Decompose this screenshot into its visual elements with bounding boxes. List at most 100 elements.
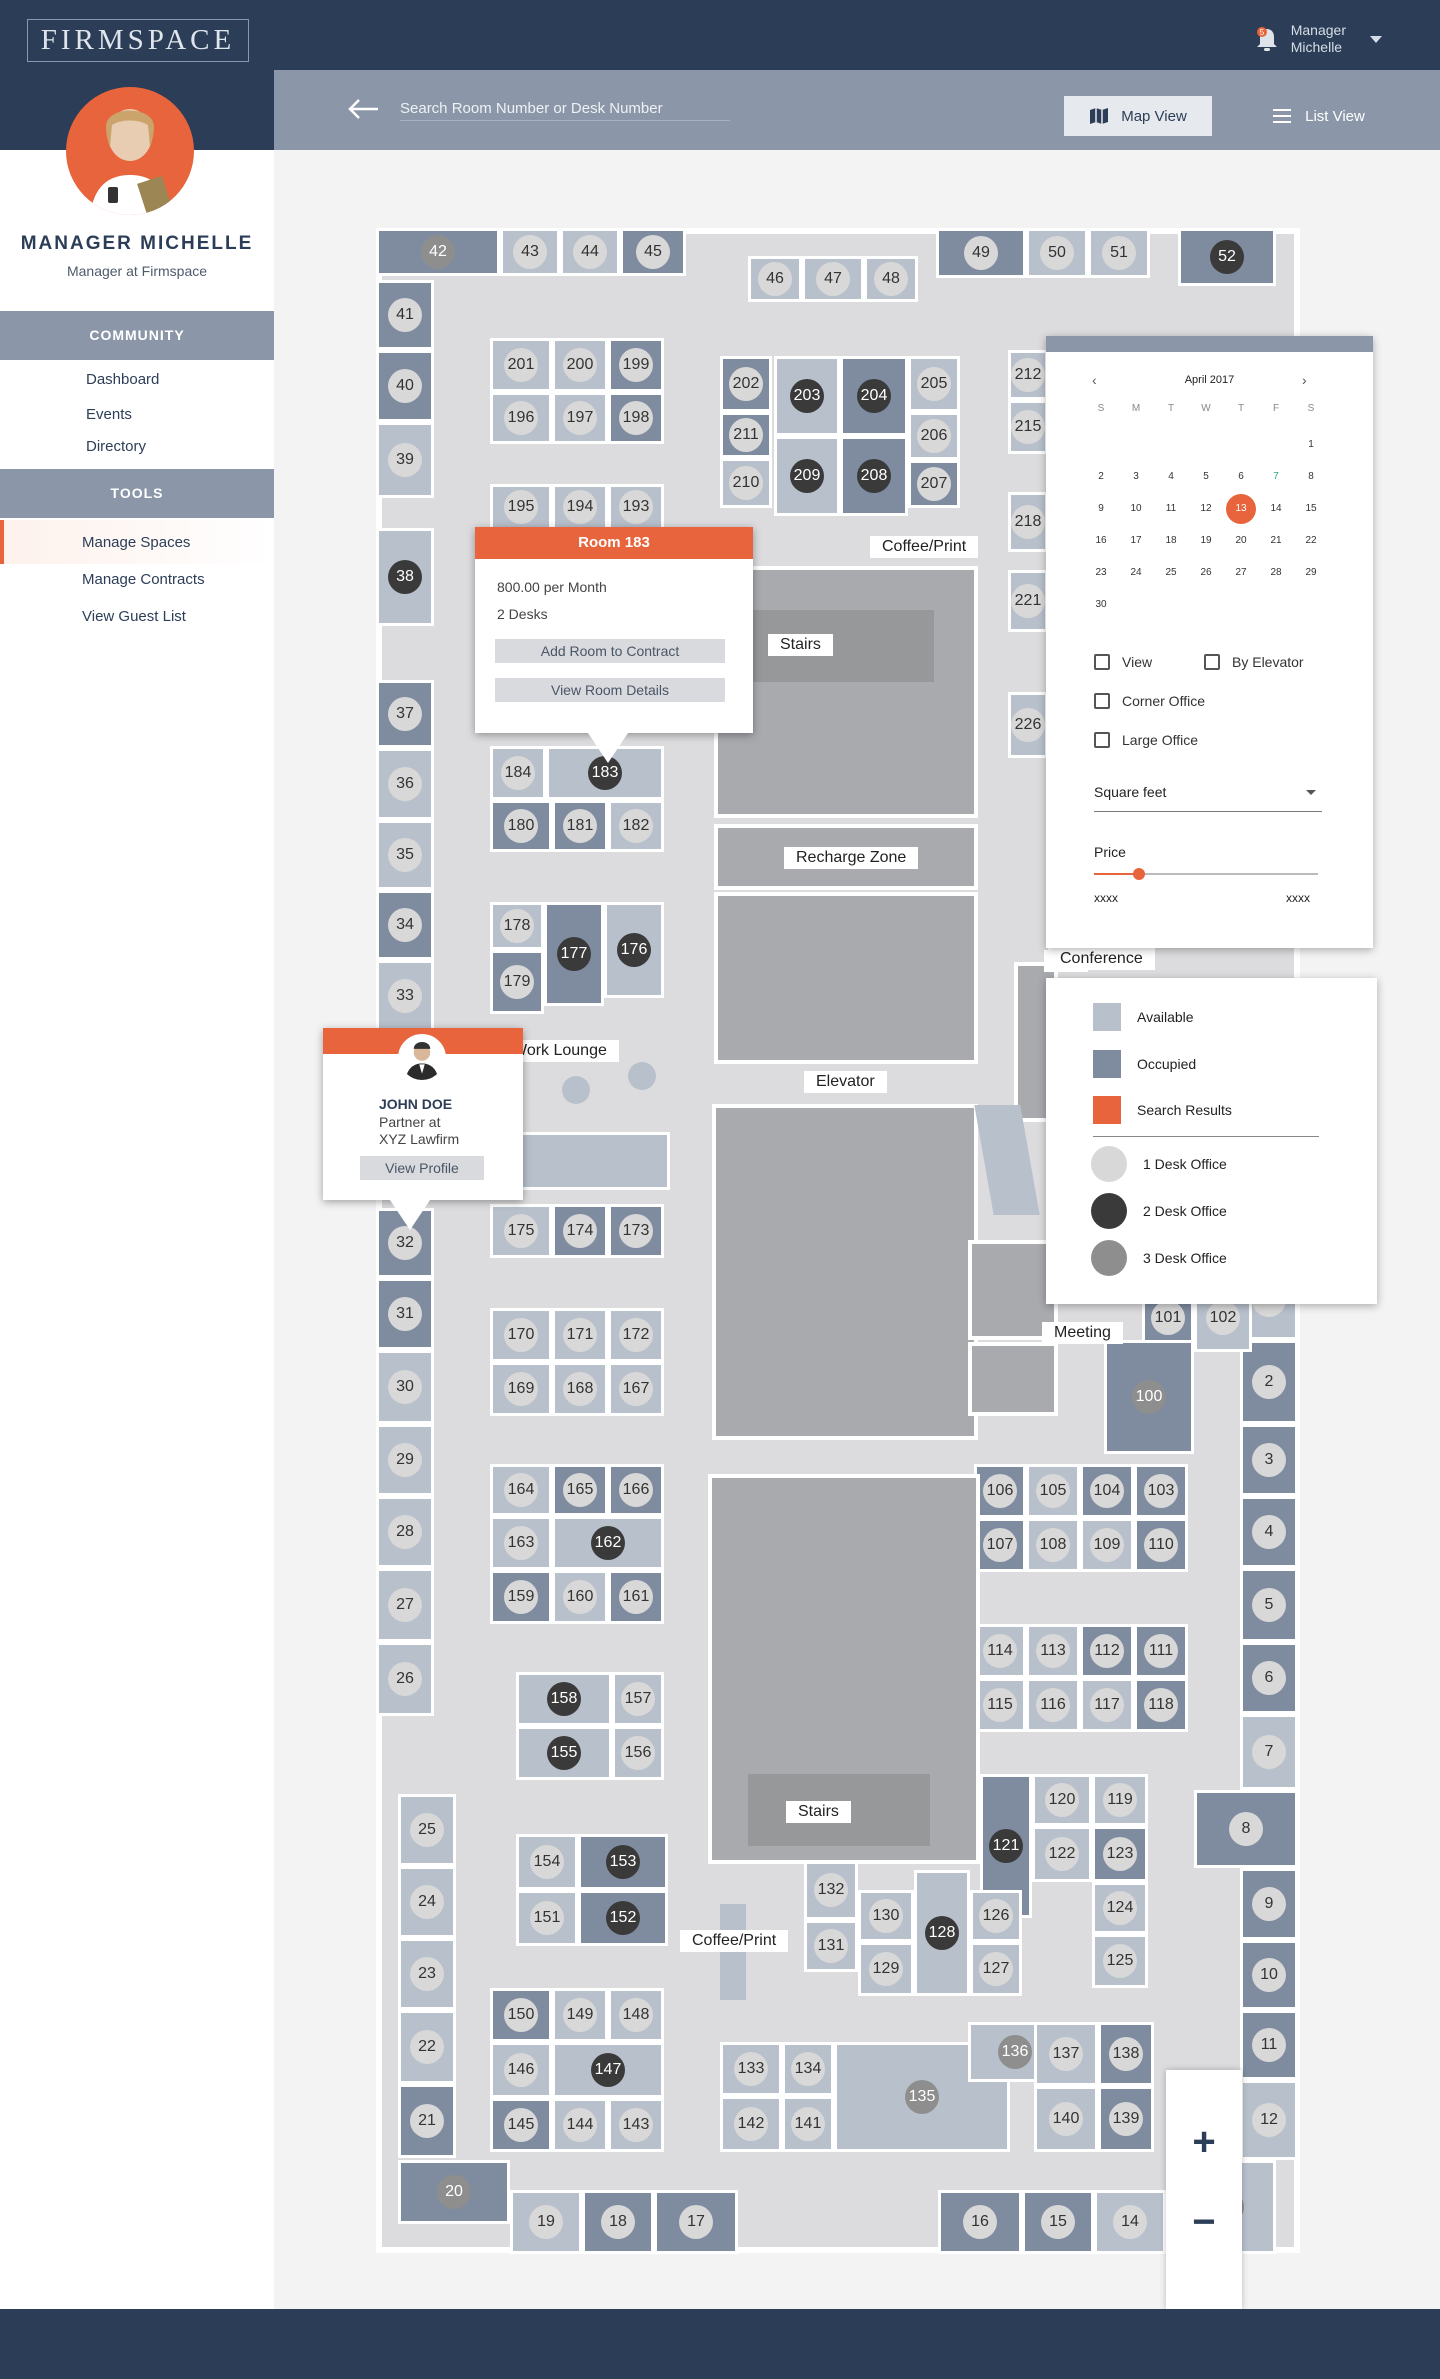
calendar-day[interactable]: 23: [1095, 567, 1107, 578]
sidebar-item-manage-spaces[interactable]: Manage Spaces: [82, 534, 191, 551]
filter-corner-office-checkbox[interactable]: Corner Office: [1094, 693, 1205, 709]
room-197[interactable]: 197: [552, 392, 608, 444]
room-134[interactable]: 134: [782, 2042, 834, 2096]
room-147[interactable]: 147: [552, 2042, 664, 2098]
room-142[interactable]: 142: [720, 2096, 782, 2152]
room-45[interactable]: 45: [620, 228, 686, 276]
room-52[interactable]: 52: [1178, 228, 1276, 286]
sidebar-item-directory[interactable]: Directory: [86, 438, 147, 455]
room-153[interactable]: 153: [578, 1834, 668, 1890]
room-157[interactable]: 157: [612, 1672, 664, 1726]
room-166[interactable]: 166: [608, 1464, 664, 1516]
room-138[interactable]: 138: [1098, 2022, 1154, 2086]
room-208[interactable]: 208: [840, 436, 908, 516]
room-221[interactable]: 221: [1008, 570, 1048, 632]
room-108[interactable]: 108: [1026, 1518, 1080, 1572]
room-159[interactable]: 159: [490, 1570, 552, 1624]
calendar-day[interactable]: 10: [1130, 503, 1142, 514]
room-148[interactable]: 148: [608, 1988, 664, 2042]
room-35[interactable]: 35: [376, 820, 434, 890]
room-119[interactable]: 119: [1092, 1774, 1148, 1826]
room-133[interactable]: 133: [720, 2042, 782, 2096]
filter-by-elevator-checkbox[interactable]: By Elevator: [1204, 654, 1304, 670]
room-215[interactable]: 215: [1008, 400, 1048, 454]
room-44[interactable]: 44: [560, 228, 620, 276]
room-113[interactable]: 113: [1026, 1624, 1080, 1678]
calendar-day[interactable]: 27: [1235, 567, 1247, 578]
room-193[interactable]: 193: [608, 484, 664, 530]
price-slider-handle[interactable]: [1132, 868, 1145, 880]
room-105[interactable]: 105: [1026, 1464, 1080, 1518]
room-7[interactable]: 7: [1240, 1714, 1298, 1790]
calendar-day[interactable]: 13: [1226, 494, 1256, 524]
room-37[interactable]: 37: [376, 680, 434, 748]
room-150[interactable]: 150: [490, 1988, 552, 2042]
next-month-chevron-icon[interactable]: ›: [1302, 372, 1307, 388]
room-162[interactable]: 162: [552, 1516, 664, 1570]
room-165[interactable]: 165: [552, 1464, 608, 1516]
room-177[interactable]: 177: [544, 902, 604, 1006]
room-43[interactable]: 43: [500, 228, 560, 276]
calendar-day[interactable]: 12: [1200, 503, 1212, 514]
room-122[interactable]: 122: [1032, 1826, 1092, 1882]
room-132[interactable]: 132: [804, 1860, 858, 1920]
calendar-day[interactable]: 6: [1238, 471, 1244, 482]
room-41[interactable]: 41: [376, 280, 434, 350]
room-178[interactable]: 178: [490, 902, 544, 950]
room-156[interactable]: 156: [612, 1726, 664, 1780]
room-106[interactable]: 106: [974, 1464, 1026, 1518]
calendar-day[interactable]: 14: [1270, 503, 1282, 514]
room-116[interactable]: 116: [1026, 1678, 1080, 1732]
room-163[interactable]: 163: [490, 1516, 552, 1570]
room-169[interactable]: 169: [490, 1362, 552, 1416]
room-115[interactable]: 115: [974, 1678, 1026, 1732]
room-202[interactable]: 202: [720, 356, 772, 412]
room-174[interactable]: 174: [552, 1204, 608, 1258]
room-18[interactable]: 18: [582, 2190, 654, 2254]
room-205[interactable]: 205: [908, 356, 960, 412]
room-15[interactable]: 15: [1022, 2190, 1094, 2254]
room-33[interactable]: 33: [376, 960, 434, 1032]
calendar-day[interactable]: 19: [1200, 535, 1212, 546]
room-168[interactable]: 168: [552, 1362, 608, 1416]
room-172[interactable]: 172: [608, 1308, 664, 1362]
room-212[interactable]: 212: [1008, 350, 1048, 400]
room-26[interactable]: 26: [376, 1642, 434, 1716]
room-125[interactable]: 125: [1092, 1934, 1148, 1988]
room-198[interactable]: 198: [608, 392, 664, 444]
room-23[interactable]: 23: [398, 1938, 456, 2010]
room-8[interactable]: 8: [1194, 1790, 1298, 1868]
room-210[interactable]: 210: [720, 458, 772, 508]
room-22[interactable]: 22: [398, 2010, 456, 2084]
room-176[interactable]: 176: [604, 902, 664, 998]
room-144[interactable]: 144: [552, 2098, 608, 2152]
room-46[interactable]: 46: [748, 256, 802, 302]
room-123[interactable]: 123: [1092, 1826, 1148, 1882]
calendar-day[interactable]: 28: [1270, 567, 1282, 578]
room-131[interactable]: 131: [804, 1920, 858, 1972]
room-3[interactable]: 3: [1240, 1424, 1298, 1496]
room-201[interactable]: 201: [490, 338, 552, 392]
room-211[interactable]: 211: [720, 412, 772, 458]
room-21[interactable]: 21: [398, 2084, 456, 2158]
view-room-details-button[interactable]: View Room Details: [495, 678, 725, 702]
back-arrow-icon[interactable]: [346, 97, 380, 121]
calendar-day[interactable]: 25: [1165, 567, 1177, 578]
room-118[interactable]: 118: [1134, 1678, 1188, 1732]
community-section-header[interactable]: COMMUNITY: [0, 311, 274, 360]
room-30[interactable]: 30: [376, 1350, 434, 1424]
room-16[interactable]: 16: [938, 2190, 1022, 2254]
room-17[interactable]: 17: [654, 2190, 738, 2254]
room-9[interactable]: 9: [1240, 1868, 1298, 1940]
room-152[interactable]: 152: [578, 1890, 668, 1946]
prev-month-chevron-icon[interactable]: ‹: [1092, 372, 1097, 388]
avatar[interactable]: [66, 87, 194, 215]
room-139[interactable]: 139: [1098, 2086, 1154, 2152]
calendar-day[interactable]: 26: [1200, 567, 1212, 578]
room-218[interactable]: 218: [1008, 492, 1048, 552]
room-196[interactable]: 196: [490, 392, 552, 444]
room-103[interactable]: 103: [1134, 1464, 1188, 1518]
room-182[interactable]: 182: [608, 800, 664, 852]
room-140[interactable]: 140: [1034, 2086, 1098, 2152]
room-117[interactable]: 117: [1080, 1678, 1134, 1732]
